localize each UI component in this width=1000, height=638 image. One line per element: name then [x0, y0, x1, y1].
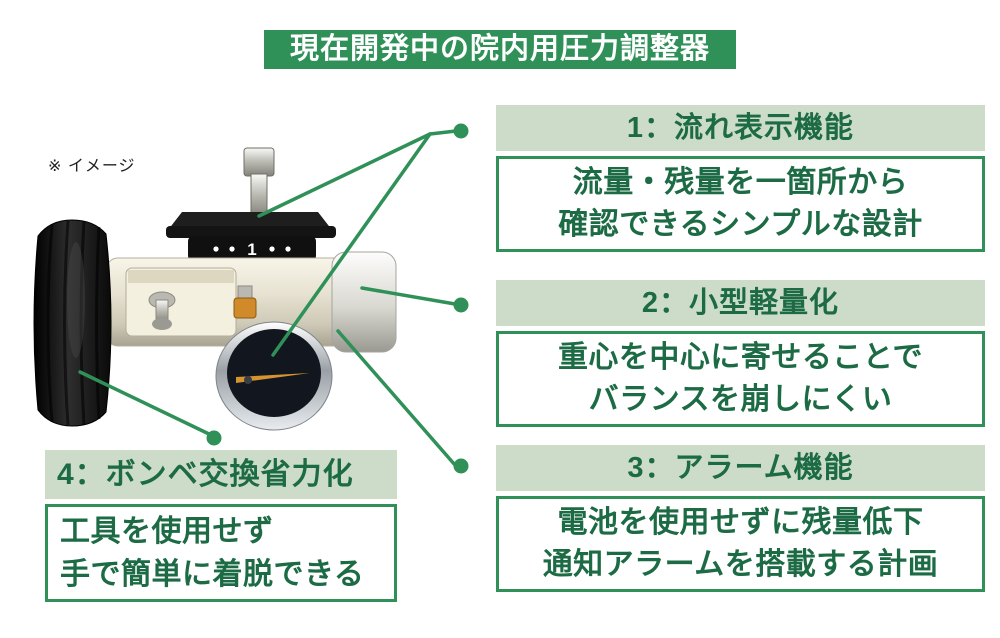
feature-3-body: 電池を使用せずに残量低下 通知アラームを搭載する計画	[496, 496, 985, 592]
feature-4-body: 工具を使用せず 手で簡単に着脱できる	[45, 504, 397, 602]
feature-4-body-line-2: 手で簡単に着脱できる	[60, 558, 365, 591]
feature-box-cylinder-exchange: 4：ボンベ交換省力化 工具を使用せず 手で簡単に着脱できる	[45, 450, 397, 602]
feature-1-body-line-1: 流量・残量を一箇所から	[572, 166, 909, 199]
feature-1-body-line-2: 確認できるシンプルな設計	[558, 208, 923, 241]
pressure-gauge	[215, 321, 333, 431]
top-flange	[166, 212, 336, 238]
brass-fitting	[233, 285, 257, 319]
feature-4-body-line-1: 工具を使用せず	[60, 515, 274, 548]
hand-knob	[33, 219, 112, 427]
connector-dot-feature-1	[453, 123, 469, 139]
feature-4-header: 4：ボンベ交換省力化	[45, 450, 397, 499]
feature-box-compact-lightweight: 2：小型軽量化 重心を中心に寄せることで バランスを崩しにくい	[496, 280, 985, 427]
cylinder-connector-cap	[331, 251, 397, 353]
flow-dial: 1	[188, 236, 316, 261]
feature-3-header: 3：アラーム機能	[496, 445, 985, 491]
feature-1-body: 流量・残量を一箇所から 確認できるシンプルな設計	[496, 156, 985, 252]
gauge-needle	[236, 373, 310, 383]
feature-3-body-line-1: 電池を使用せずに残量低下	[557, 506, 924, 539]
inner-bolt	[148, 291, 176, 330]
body-cutout	[125, 267, 237, 337]
feature-box-alarm: 3：アラーム機能 電池を使用せずに残量低下 通知アラームを搭載する計画	[496, 445, 985, 592]
feature-3-body-line-2: 通知アラームを搭載する計画	[542, 548, 939, 581]
feature-box-flow-display: 1：流れ表示機能 流量・残量を一箇所から 確認できるシンプルな設計	[496, 105, 985, 252]
feature-2-body-line-2: バランスを崩しにくい	[588, 383, 893, 416]
adjustment-stem	[243, 147, 275, 217]
feature-2-body: 重心を中心に寄せることで バランスを崩しにくい	[496, 331, 985, 427]
feature-2-header: 2：小型軽量化	[496, 280, 985, 326]
feature-1-header: 1：流れ表示機能	[496, 105, 985, 151]
image-note: ※ イメージ	[48, 158, 136, 175]
pressure-regulator-illustration: 1	[33, 147, 397, 431]
dial-value-label: 1	[247, 240, 256, 259]
feature-2-body-line-1: 重心を中心に寄せることで	[557, 341, 924, 374]
page-title: 現在開発中の院内用圧力調整器	[263, 30, 737, 69]
